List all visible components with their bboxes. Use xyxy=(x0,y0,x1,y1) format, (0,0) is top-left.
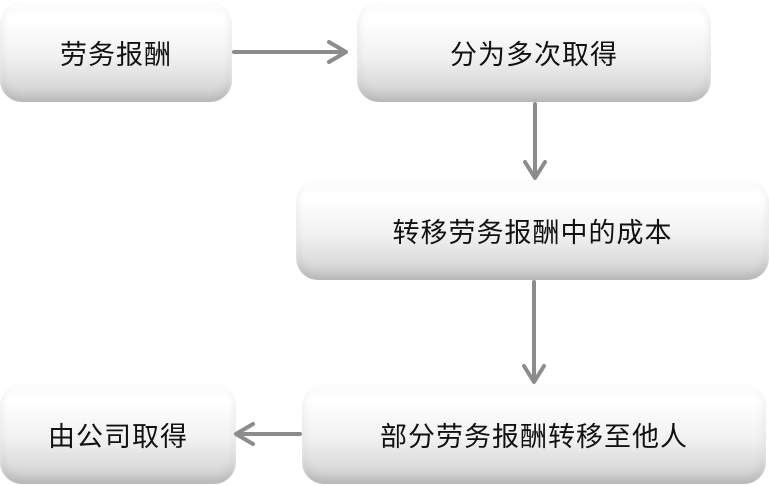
node-obtained-by-company: 由公司取得 xyxy=(0,384,236,484)
node-labor-remuneration: 劳务报酬 xyxy=(0,2,232,102)
node-label: 分为多次取得 xyxy=(450,39,618,71)
arrow-down-icon xyxy=(523,102,547,180)
arrow-left-icon xyxy=(234,422,302,446)
node-label: 由公司取得 xyxy=(48,421,188,453)
node-label: 转移劳务报酬中的成本 xyxy=(392,217,673,249)
node-label: 劳务报酬 xyxy=(60,39,172,71)
node-transfer-costs: 转移劳务报酬中的成本 xyxy=(296,180,769,280)
arrow-right-icon xyxy=(232,40,348,64)
node-split-multiple-receipts: 分为多次取得 xyxy=(357,2,711,102)
arrow-down-icon xyxy=(522,280,546,384)
node-transfer-to-others: 部分劳务报酬转移至他人 xyxy=(302,384,766,484)
node-label: 部分劳务报酬转移至他人 xyxy=(380,421,688,453)
